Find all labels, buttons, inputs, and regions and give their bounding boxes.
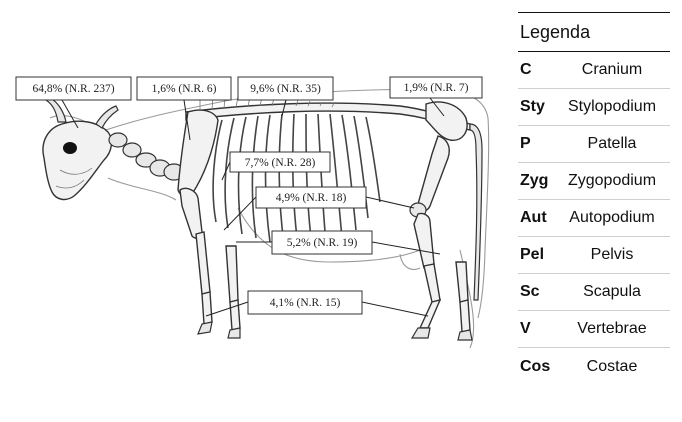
legend-name: Autopodium xyxy=(554,209,670,227)
legend-row-autopodium: Aut Autopodium xyxy=(518,200,670,237)
legend-code: Pel xyxy=(518,246,554,264)
annotation-a3-text: 9,6% (N.R. 35) xyxy=(250,83,321,95)
legend-code: Sty xyxy=(518,98,554,116)
annotation-a3: 9,6% (N.R. 35) xyxy=(238,77,333,100)
scapula xyxy=(178,110,218,196)
leader-a6-right xyxy=(366,197,414,208)
skull xyxy=(43,98,118,199)
annotation-a7-text: 5,2% (N.R. 19) xyxy=(287,237,358,249)
legend-row-zygopodium: Zyg Zygopodium xyxy=(518,163,670,200)
legend-row-patella: P Patella xyxy=(518,126,670,163)
legend-row-vertebrae: V Vertebrae xyxy=(518,311,670,348)
annotation-a5-text: 7,7% (N.R. 28) xyxy=(245,157,316,169)
legend-row-costae: Cos Costae xyxy=(518,348,670,385)
legend-name: Vertebrae xyxy=(554,320,670,338)
tail xyxy=(470,124,482,300)
eye-socket xyxy=(63,142,77,154)
legend-name: Cranium xyxy=(554,61,670,79)
annotation-a4: 1,9% (N.R. 7) xyxy=(390,77,482,98)
legend-row-cranium: C Cranium xyxy=(518,52,670,89)
legend-name: Zygopodium xyxy=(554,172,670,190)
annotation-a5: 7,7% (N.R. 28) xyxy=(230,152,330,172)
pelvis xyxy=(426,102,467,140)
legend-name: Costae xyxy=(554,358,670,376)
legend-title: Legenda xyxy=(518,13,670,52)
annotation-a8-text: 4,1% (N.R. 15) xyxy=(270,297,341,309)
annotation-a6-text: 4,9% (N.R. 18) xyxy=(276,192,347,204)
legend-code: Sc xyxy=(518,283,554,301)
legend-code: Cos xyxy=(518,358,554,376)
tibia xyxy=(414,213,434,270)
neck-vertebrae xyxy=(109,133,184,180)
humerus xyxy=(180,188,202,238)
legend-code: V xyxy=(518,320,554,338)
front-leg xyxy=(180,188,240,338)
femur xyxy=(418,136,449,211)
annotation-a4-text: 1,9% (N.R. 7) xyxy=(404,82,469,94)
legend-name: Patella xyxy=(554,135,670,153)
radius xyxy=(196,232,210,294)
legend-code: Aut xyxy=(518,209,554,227)
legend-row-pelvis: Pel Pelvis xyxy=(518,237,670,274)
udder-outline xyxy=(400,254,420,269)
annotation-a2-text: 1,6% (N.R. 6) xyxy=(152,83,217,95)
leader-a8-left xyxy=(206,302,248,316)
legend-code: C xyxy=(518,61,554,79)
legend-name: Scapula xyxy=(554,283,670,301)
annotation-a1: 64,8% (N.R. 237) xyxy=(16,77,131,100)
legend-code: P xyxy=(518,135,554,153)
annotation-a6: 4,9% (N.R. 18) xyxy=(256,187,366,208)
annotation-a8: 4,1% (N.R. 15) xyxy=(248,291,362,314)
hind-leg xyxy=(410,102,472,340)
ribcage xyxy=(213,114,380,246)
annotation-a7: 5,2% (N.R. 19) xyxy=(272,231,372,254)
legend-code: Zyg xyxy=(518,172,554,190)
legend-row-stylopodium: Sty Stylopodium xyxy=(518,89,670,126)
legend-name: Stylopodium xyxy=(554,98,670,116)
annotation-a2: 1,6% (N.R. 6) xyxy=(137,77,231,100)
legend-table: Legenda C Cranium Sty Stylopodium P Pate… xyxy=(518,12,670,385)
legend-name: Pelvis xyxy=(554,246,670,264)
legend-row-scapula: Sc Scapula xyxy=(518,274,670,311)
annotation-a1-text: 64,8% (N.R. 237) xyxy=(32,83,114,95)
leader-a8-right xyxy=(362,302,428,316)
